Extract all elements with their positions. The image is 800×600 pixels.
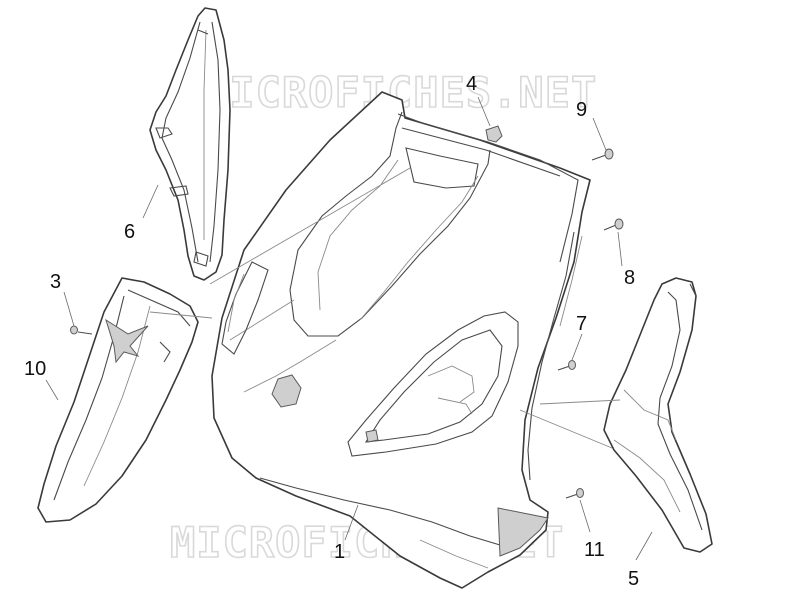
callout-3: 3 (50, 271, 61, 293)
screw-7 (557, 360, 576, 371)
screw-9 (591, 148, 614, 161)
callout-9: 9 (576, 99, 587, 121)
part-1-front-shield (211, 91, 591, 589)
callout-4: 4 (466, 73, 477, 95)
callout-8: 8 (624, 267, 635, 289)
callout-6: 6 (124, 221, 135, 243)
callout-5: 5 (628, 568, 639, 590)
leader-lines (45, 96, 653, 561)
screw-11 (565, 488, 584, 499)
screw-3 (70, 325, 93, 335)
part-5-right-trim (603, 277, 713, 553)
callout-10: 10 (24, 358, 46, 380)
screw-8 (603, 218, 624, 231)
part-4-clip (485, 125, 503, 143)
callout-1: 1 (334, 541, 345, 563)
part-6-left-trim (149, 7, 231, 281)
part-10-left-panel (37, 277, 199, 523)
callout-11: 11 (584, 539, 605, 561)
callout-7: 7 (576, 313, 587, 335)
